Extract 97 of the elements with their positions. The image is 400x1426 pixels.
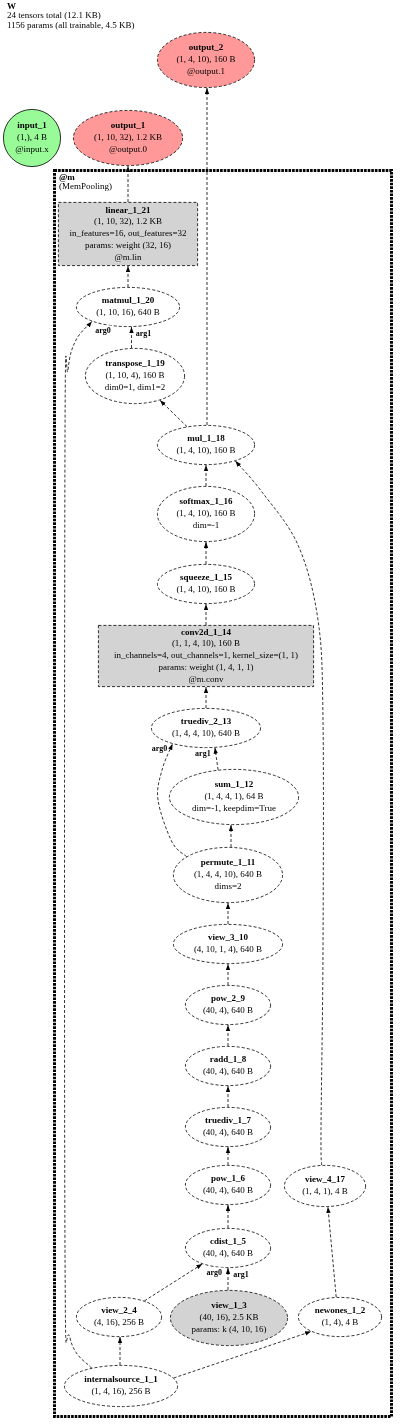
node-title: newones_1_2 bbox=[314, 1305, 366, 1317]
operation-node bbox=[185, 1107, 271, 1147]
output-node bbox=[157, 32, 255, 88]
node-detail: @m.conv bbox=[188, 673, 224, 686]
node-detail: (40, 4), 640 B bbox=[202, 1066, 254, 1078]
node-detail: params: weight (1, 4, 1, 1) bbox=[158, 661, 254, 674]
node-detail: (1, 10, 4), 160 B bbox=[105, 370, 165, 382]
node-detail: (1, 4, 16), 256 B bbox=[91, 1386, 151, 1398]
node-title: output_2 bbox=[188, 42, 224, 55]
operation-node bbox=[185, 1228, 271, 1268]
operation-node bbox=[157, 425, 255, 465]
node-detail: (40, 4), 640 B bbox=[202, 1005, 254, 1017]
edge-label: arg1 bbox=[194, 748, 212, 758]
operation-node bbox=[284, 1165, 366, 1207]
node-detail: (1, 4, 10), 160 B bbox=[176, 445, 236, 457]
node-title: output_1 bbox=[110, 120, 146, 133]
node-title: conv2d_1_14 bbox=[181, 626, 231, 639]
diagram-title: W bbox=[7, 2, 16, 12]
output-node bbox=[73, 110, 183, 166]
operation-node bbox=[76, 1297, 162, 1337]
node-detail: @output.0 bbox=[108, 143, 147, 156]
node-title: sum_1_12 bbox=[214, 779, 254, 792]
layer-box bbox=[98, 625, 314, 687]
cluster-title: @m bbox=[59, 173, 75, 183]
node-title: view_4_17 bbox=[305, 1174, 345, 1186]
node-detail: dim0=1, dim1=2 bbox=[104, 381, 166, 394]
operation-node bbox=[169, 769, 299, 825]
node-detail: (1,), 4 B bbox=[17, 132, 47, 144]
node-title: view_3_10 bbox=[208, 932, 248, 944]
operation-node bbox=[185, 985, 271, 1025]
node-detail: (1, 10, 32), 1.2 KB bbox=[94, 216, 162, 229]
operation-node bbox=[173, 924, 283, 964]
node-title: pow_2_9 bbox=[211, 993, 245, 1005]
node-detail: params: k (4, 10, 16) bbox=[191, 1323, 267, 1336]
node-detail: (1, 10, 16), 640 B bbox=[96, 307, 160, 319]
node-title: transpose_1_19 bbox=[105, 358, 165, 371]
node-detail: (1, 10, 32), 1.2 KB bbox=[94, 132, 162, 144]
node-title: cdist_1_5 bbox=[210, 1236, 246, 1248]
summary-text: 1156 params (all trainable, 4.5 KB) bbox=[7, 20, 135, 31]
node-title: internalsource_1_1 bbox=[84, 1374, 158, 1386]
cluster-subtitle: (MemPooling) bbox=[59, 182, 112, 192]
node-detail: (40, 4), 640 B bbox=[202, 1127, 254, 1139]
node-title: truediv_1_7 bbox=[205, 1115, 251, 1127]
node-detail: (1, 4, 10), 160 B bbox=[176, 54, 236, 66]
node-title: mul_1_18 bbox=[187, 433, 225, 445]
operation-node bbox=[185, 1046, 271, 1086]
node-title: squeeze_1_15 bbox=[180, 572, 232, 584]
edge-label: arg0 bbox=[150, 743, 169, 753]
node-title: input_1 bbox=[17, 120, 47, 133]
edge-label: arg0 bbox=[94, 325, 112, 335]
node-title: matmul_1_20 bbox=[101, 295, 155, 307]
operation-node bbox=[76, 287, 180, 327]
operation-node bbox=[64, 1365, 178, 1407]
node-detail: (1, 1, 4, 10), 160 B bbox=[171, 638, 241, 651]
node-title: linear_1_21 bbox=[105, 204, 151, 217]
operation-node bbox=[85, 348, 185, 404]
operation-node bbox=[298, 1297, 382, 1337]
operation-node bbox=[185, 1165, 271, 1205]
node-title: view_2_4 bbox=[101, 1305, 137, 1317]
node-title: permute_1_11 bbox=[200, 857, 256, 870]
node-detail: in_channels=4, out_channels=1, kernel_size=(1, 1) bbox=[113, 650, 299, 662]
node-detail: (1, 4, 1), 4 B bbox=[302, 1186, 348, 1198]
node-title: pow_1_6 bbox=[211, 1173, 245, 1185]
node-detail: in_features=16, out_features=32 bbox=[69, 228, 187, 240]
node-detail: @input.x bbox=[15, 143, 49, 156]
edge-label: arg1 bbox=[134, 328, 153, 338]
layer-box bbox=[58, 202, 198, 266]
node-detail: (1, 4, 10), 160 B bbox=[176, 508, 236, 520]
edge-label: arg1 bbox=[232, 1269, 250, 1279]
operation-node bbox=[157, 486, 255, 542]
node-detail: (4, 10, 1, 4), 640 B bbox=[193, 944, 263, 956]
node-detail: params: weight (32, 16) bbox=[85, 239, 171, 252]
node-detail: (1, 4, 4, 10), 640 B bbox=[193, 869, 263, 881]
operation-node bbox=[157, 564, 255, 604]
node-title: truediv_2_13 bbox=[180, 716, 232, 728]
input-node bbox=[3, 109, 61, 167]
node-detail: (4, 16), 256 B bbox=[93, 1317, 145, 1329]
node-detail: (1, 4), 4 B bbox=[321, 1317, 359, 1329]
node-detail: @output.1 bbox=[186, 65, 225, 78]
node-detail: dim=-1, keepdim=True bbox=[192, 802, 276, 815]
operation-node bbox=[173, 847, 283, 903]
node-detail: (1, 4, 10), 160 B bbox=[176, 584, 236, 596]
node-title: radd_1_8 bbox=[209, 1054, 247, 1066]
node-detail: (1, 4, 4, 10), 640 B bbox=[171, 728, 241, 740]
summary-text: 24 tensors total (12.1 KB) bbox=[7, 11, 101, 21]
node-detail: (40, 4), 640 B bbox=[202, 1185, 254, 1197]
edge-label: arg0 bbox=[205, 1267, 224, 1277]
node-title: softmax_1_16 bbox=[179, 496, 233, 509]
module-cluster bbox=[53, 169, 393, 1418]
node-detail: (40, 16), 2.5 KB bbox=[199, 1312, 259, 1324]
node-detail: dim=-1 bbox=[192, 519, 220, 532]
parameter-node bbox=[170, 1290, 288, 1346]
node-detail: @m.lin bbox=[114, 251, 142, 264]
node-detail: dims=2 bbox=[214, 880, 242, 893]
node-title: view_1_3 bbox=[211, 1300, 247, 1313]
node-detail: (1, 4, 4, 1), 64 B bbox=[204, 791, 264, 803]
node-detail: (40, 4), 640 B bbox=[202, 1248, 254, 1260]
